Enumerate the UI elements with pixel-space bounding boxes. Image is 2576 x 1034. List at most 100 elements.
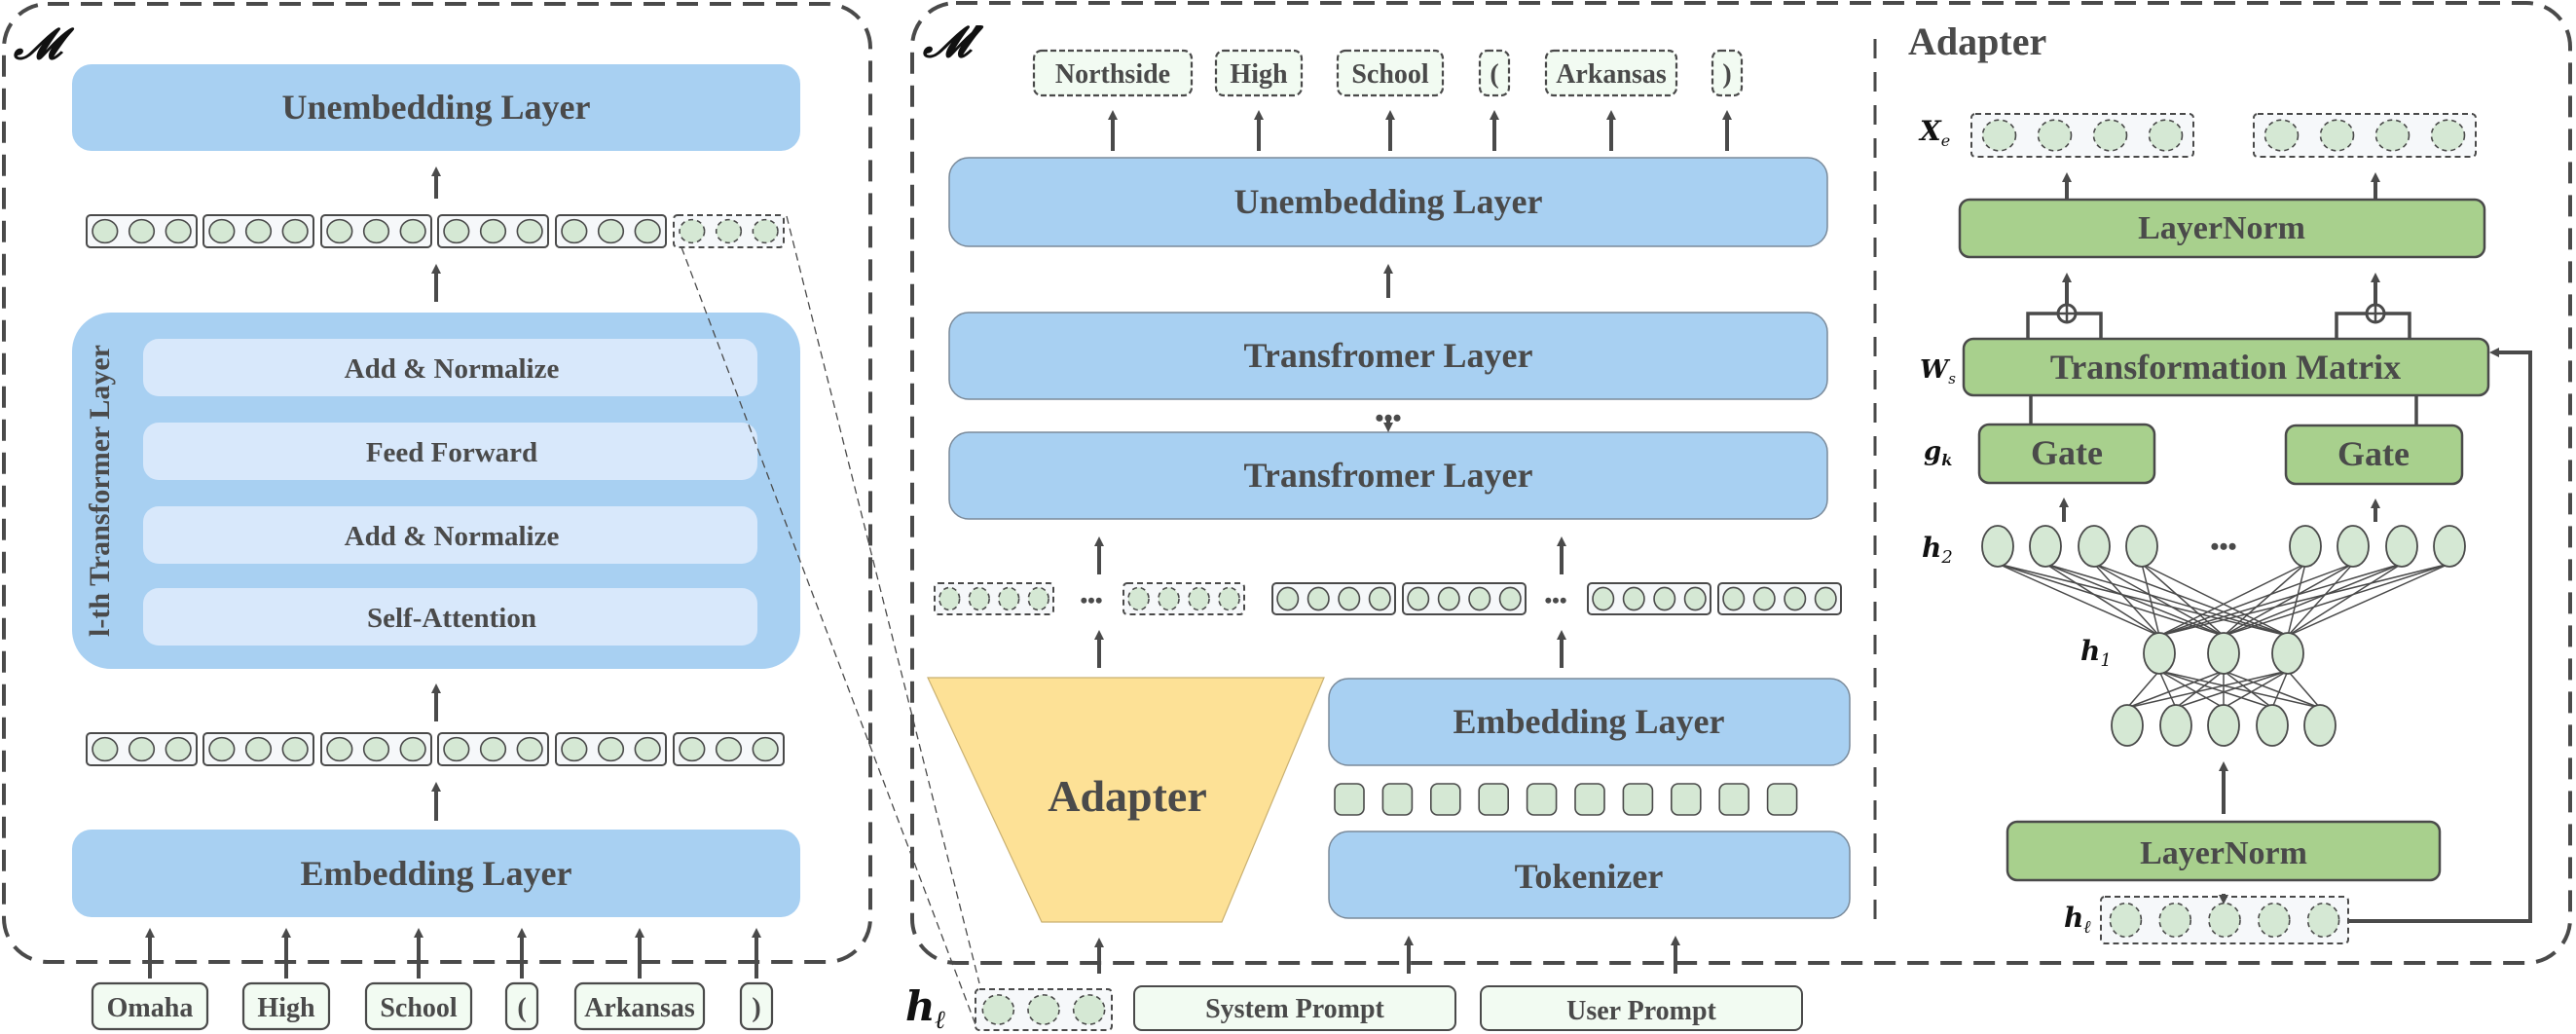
gate-left[interactable] xyxy=(1977,423,2156,485)
neuron xyxy=(92,218,119,244)
layernorm-top[interactable] xyxy=(1958,198,2486,259)
token[interactable]: High xyxy=(241,981,331,1031)
token-frame[interactable] xyxy=(504,981,539,1031)
token-label: Arkansas xyxy=(1556,59,1667,90)
token-frame[interactable] xyxy=(1544,49,1678,97)
token[interactable]: ) xyxy=(739,981,774,1031)
sublayer-box[interactable] xyxy=(143,423,757,480)
unembedding-layer-label: Unembedding Layer xyxy=(281,88,590,127)
adapter-detail-panel: Adapter Xe LayerNorm Ws Transformation M… xyxy=(1873,19,2532,944)
neuron xyxy=(2208,902,2241,939)
neuron xyxy=(981,994,1015,1025)
hidden-state-vector xyxy=(975,988,1113,1031)
connection xyxy=(2093,563,2160,637)
layernorm-top-label: LayerNorm xyxy=(2138,210,2305,246)
connection xyxy=(2287,563,2403,637)
token-label: ) xyxy=(1722,59,1731,90)
neuron xyxy=(2306,902,2340,939)
connection xyxy=(2093,563,2289,637)
token-frame[interactable] xyxy=(241,981,331,1031)
connection xyxy=(2126,670,2225,709)
token-frame[interactable] xyxy=(1336,49,1445,97)
token-label: ( xyxy=(1490,59,1498,90)
gate-right-label: Gate xyxy=(2337,434,2410,473)
token-label: School xyxy=(380,993,458,1023)
connection xyxy=(2044,563,2289,637)
sublayer-add-normalize[interactable]: Add & Normalize xyxy=(143,339,757,396)
h1-label: h1 xyxy=(2080,635,2112,671)
neuron-h2 xyxy=(1981,525,2014,568)
vector-box xyxy=(320,732,432,766)
token-frame[interactable] xyxy=(1478,49,1511,97)
transformer-layer-block[interactable] xyxy=(72,313,800,669)
sublayer-box[interactable] xyxy=(143,506,757,564)
token[interactable]: ( xyxy=(1478,49,1511,97)
vector-box xyxy=(555,732,667,766)
token-frame[interactable] xyxy=(1711,49,1744,97)
token[interactable]: ) xyxy=(1711,49,1744,97)
token-frame[interactable] xyxy=(739,981,774,1031)
vector-frame xyxy=(1970,113,2194,158)
token[interactable]: School xyxy=(364,981,473,1031)
user-prompt-input[interactable] xyxy=(1480,985,1803,1031)
transformer-layer-bottom-label: Transfromer Layer xyxy=(1244,456,1533,495)
residual-connections xyxy=(2026,303,2411,339)
connection xyxy=(1997,563,2225,637)
neuron xyxy=(1127,586,1150,611)
neuron xyxy=(2319,119,2355,152)
sublayer-self-attention[interactable]: Self-Attention xyxy=(143,588,757,646)
neuron xyxy=(1498,586,1522,611)
token-frame[interactable] xyxy=(364,981,473,1031)
system-prompt-input[interactable] xyxy=(1133,985,1456,1031)
neuron xyxy=(1653,586,1676,611)
token[interactable]: School xyxy=(1336,49,1445,97)
neuron xyxy=(752,218,779,244)
neuron xyxy=(281,218,309,244)
mid-unembedding-layer[interactable] xyxy=(948,157,1828,247)
token-label: Northside xyxy=(1055,59,1170,90)
sublayer-add-normalize[interactable]: Add & Normalize xyxy=(143,506,757,564)
sublayer-box[interactable] xyxy=(143,339,757,396)
tokenizer-block[interactable] xyxy=(1328,831,1851,919)
vector-box xyxy=(1402,582,1527,615)
token[interactable]: Arkansas xyxy=(573,981,706,1031)
neuron xyxy=(2109,902,2143,939)
middle-arrows xyxy=(1094,110,1732,974)
token[interactable]: Northside xyxy=(1032,49,1194,97)
neuron-h2 xyxy=(2289,525,2322,568)
mid-embedding-layer[interactable] xyxy=(1328,678,1851,766)
neuron xyxy=(128,218,156,244)
mid-embedding-label: Embedding Layer xyxy=(1453,702,1724,741)
embedding-layer[interactable] xyxy=(72,830,800,917)
connection xyxy=(2158,670,2273,709)
user-prompt-label: User Prompt xyxy=(1566,996,1716,1026)
gate-right[interactable] xyxy=(2284,424,2464,486)
neuron xyxy=(1027,586,1049,611)
neuron-h2 xyxy=(2433,525,2466,568)
neuron xyxy=(1027,994,1060,1025)
h2-label: h2 xyxy=(1922,532,1953,568)
unembedding-layer[interactable] xyxy=(72,64,800,151)
token[interactable]: Arkansas xyxy=(1544,49,1678,97)
token-frame[interactable] xyxy=(91,981,209,1031)
transformation-matrix[interactable] xyxy=(1962,337,2490,397)
token[interactable]: Omaha xyxy=(91,981,209,1031)
sublayer-feed-forward[interactable]: Feed Forward xyxy=(143,423,757,480)
transformer-layer-bottom[interactable] xyxy=(948,431,1828,520)
token[interactable]: High xyxy=(1214,49,1304,97)
transformer-layer-top[interactable] xyxy=(948,312,1828,400)
connection xyxy=(1997,563,2289,637)
neuron-input xyxy=(2159,704,2192,747)
neural-network xyxy=(1981,525,2466,747)
neuron xyxy=(281,736,309,762)
token-frame[interactable] xyxy=(1032,49,1194,97)
token-frame[interactable] xyxy=(573,981,706,1031)
vector-box xyxy=(1717,582,1842,615)
token-frame[interactable] xyxy=(1214,49,1304,97)
sublayer-box[interactable] xyxy=(143,588,757,646)
layernorm-bottom[interactable] xyxy=(2006,820,2442,882)
adapter-block[interactable] xyxy=(927,677,1325,923)
neuron xyxy=(1072,994,1106,1025)
token[interactable]: ( xyxy=(504,981,539,1031)
model-symbol: 𝓜 xyxy=(13,19,75,69)
